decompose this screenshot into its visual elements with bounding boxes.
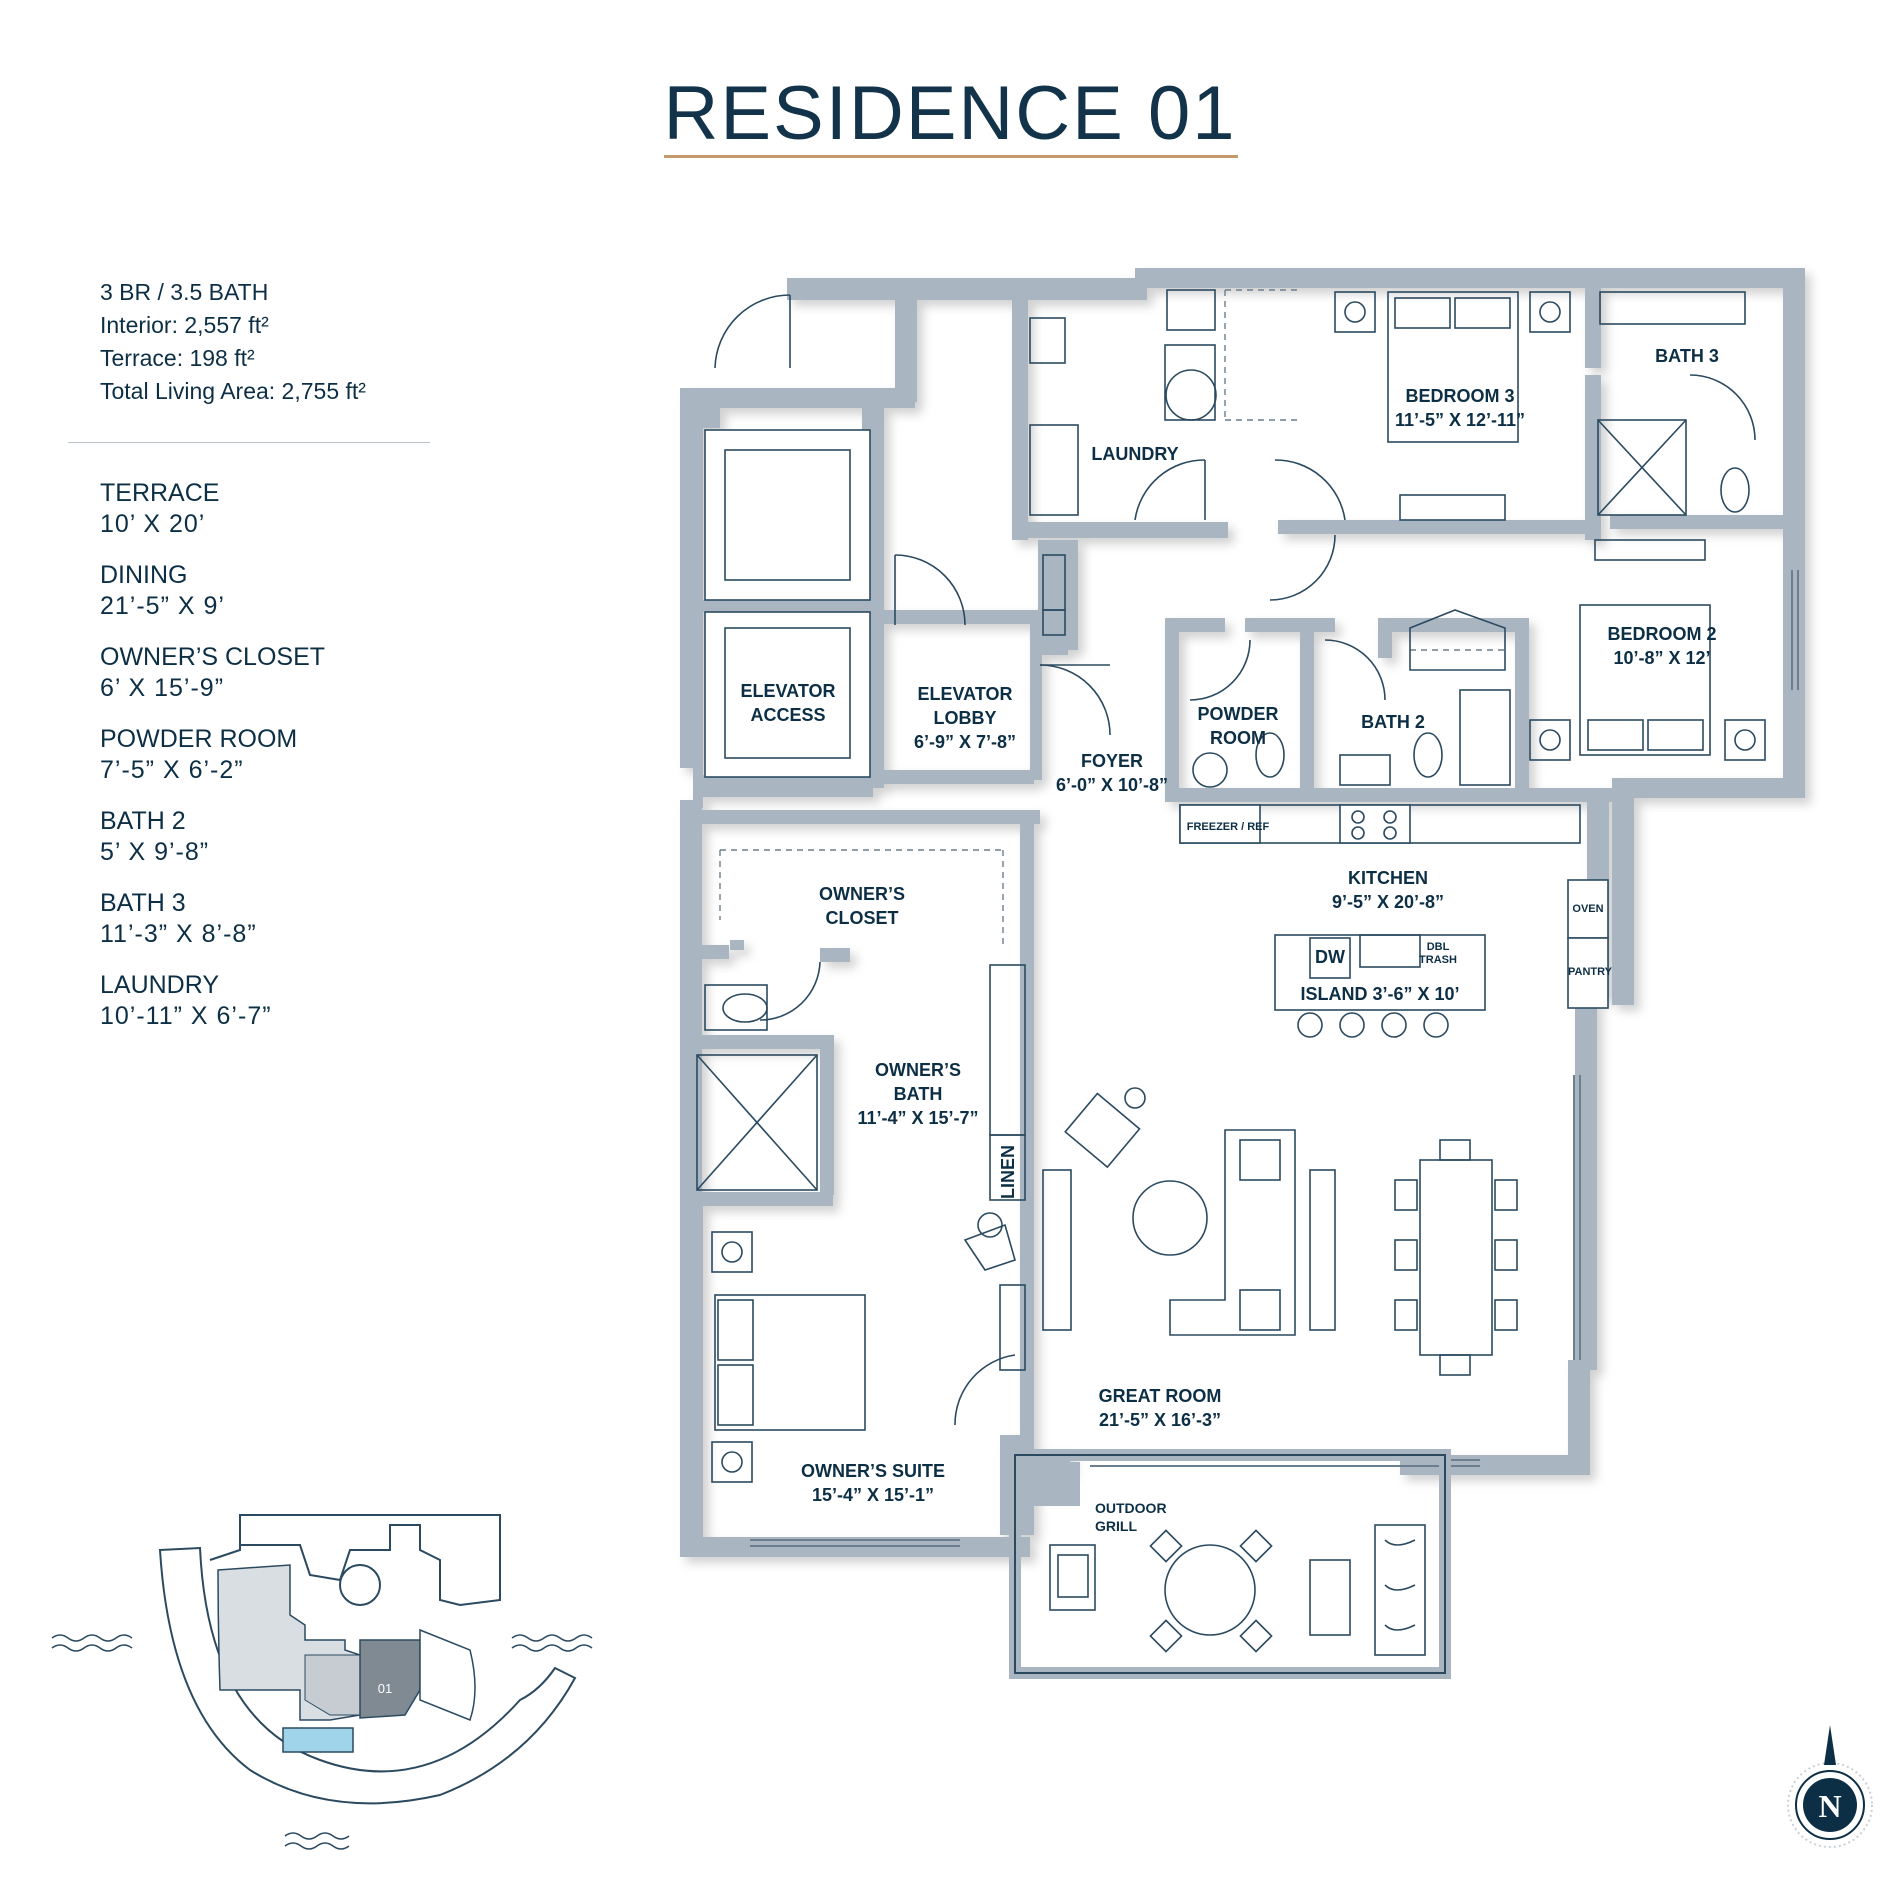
bed-bath-count: 3 BR / 3.5 BATH (100, 279, 269, 305)
label-owners-closet-1: OWNER’S (819, 884, 905, 904)
label-outdoor-grill-1: OUTDOOR (1095, 1500, 1167, 1516)
unit-summary: 3 BR / 3.5 BATH Interior: 2,557 ft² Terr… (100, 276, 366, 408)
room-spec-item: OWNER’S CLOSET 6’ X 15’-9” (100, 642, 325, 704)
compass-north-label: N (1818, 1788, 1841, 1824)
room-spec-item: BATH 3 11’-3” X 8’-8” (100, 888, 325, 950)
title-underline (664, 155, 1238, 158)
room-spec-name: LAUNDRY (100, 971, 220, 999)
owners-bath-fixtures (696, 964, 1026, 1201)
room-spec-name: DINING (100, 561, 188, 589)
label-linen: LINEN (998, 1145, 1018, 1199)
room-spec-item: BATH 2 5’ X 9’-8” (100, 806, 325, 868)
label-kitchen: KITCHEN (1348, 868, 1428, 888)
label-owners-bath-2: BATH (894, 1084, 943, 1104)
label-bedroom2-dim: 10’-8” X 12’ (1613, 648, 1710, 668)
terrace-area: Terrace: 198 ft² (100, 345, 255, 371)
closet-lines (719, 289, 1505, 945)
north-compass: N (1787, 1725, 1873, 1848)
bath2-fixtures (1192, 689, 1511, 788)
room-spec-name: TERRACE (100, 479, 220, 507)
label-bath3: BATH 3 (1655, 346, 1719, 366)
label-owners-suite: OWNER’S SUITE (801, 1461, 945, 1481)
label-dbl: DBL (1427, 941, 1450, 953)
room-spec-name: POWDER ROOM (100, 725, 298, 753)
room-spec-item: TERRACE 10’ X 20’ (100, 478, 325, 540)
elevator-cabs (704, 429, 1066, 778)
room-spec-name: OWNER’S CLOSET (100, 643, 326, 671)
label-bedroom3: BEDROOM 3 (1405, 386, 1514, 406)
total-living-area: Total Living Area: 2,755 ft² (100, 378, 366, 404)
label-freezer: FREEZER / REF (1187, 821, 1270, 833)
label-foyer: FOYER (1081, 751, 1143, 771)
interior-area: Interior: 2,557 ft² (100, 312, 269, 338)
room-spec-dim: 7’-5” X 6’-2” (100, 756, 244, 784)
room-spec-dim: 6’ X 15’-9” (100, 674, 225, 702)
label-laundry: LAUNDRY (1091, 444, 1178, 464)
label-elevator-access-2: ACCESS (750, 705, 825, 725)
room-spec-item: DINING 21’-5” X 9’ (100, 560, 325, 622)
label-great-room-dim: 21’-5” X 16’-3” (1099, 1410, 1221, 1430)
label-pantry: PANTRY (1568, 966, 1613, 978)
label-owners-closet-2: CLOSET (825, 908, 898, 928)
bedroom2-furniture (1409, 539, 1766, 761)
label-elevator-lobby-1: ELEVATOR (917, 684, 1012, 704)
door-swings (714, 294, 1756, 1426)
kitchen-fixtures (1179, 804, 1609, 1038)
room-spec-dim: 5’ X 9’-8” (100, 838, 210, 866)
laundry-appliances (1029, 289, 1217, 516)
label-powder-2: ROOM (1210, 728, 1266, 748)
great-room-furniture (1042, 1087, 1518, 1376)
label-bath2: BATH 2 (1361, 712, 1425, 732)
label-trash: TRASH (1419, 954, 1457, 966)
label-outdoor-grill-2: GRILL (1095, 1518, 1137, 1534)
label-owners-bath-dim: 11’-4” X 15’-7” (857, 1108, 978, 1128)
label-island: ISLAND 3’-6” X 10’ (1300, 984, 1459, 1004)
label-powder-1: POWDER (1198, 704, 1279, 724)
label-bedroom2: BEDROOM 2 (1607, 624, 1716, 644)
room-spec-dim: 10’ X 20’ (100, 510, 206, 538)
room-spec-dim: 11’-3” X 8’-8” (100, 920, 257, 948)
key-plan: 01 (51, 1514, 593, 1850)
label-elevator-access-1: ELEVATOR (740, 681, 835, 701)
label-dw: DW (1315, 947, 1345, 967)
walls (680, 268, 1805, 1557)
label-great-room: GREAT ROOM (1099, 1386, 1222, 1406)
terrace-outline (1009, 1449, 1451, 1679)
room-spec-name: BATH 2 (100, 807, 186, 835)
label-owners-bath-1: OWNER’S (875, 1060, 961, 1080)
label-owners-suite-dim: 15’-4” X 15’-1” (812, 1485, 934, 1505)
label-oven: OVEN (1572, 903, 1603, 915)
room-spec-list: TERRACE 10’ X 20’ DINING 21’-5” X 9’ OWN… (100, 478, 325, 1052)
owners-suite-furniture (711, 1212, 1026, 1483)
label-kitchen-dim: 9’-5” X 20’-8” (1332, 892, 1444, 912)
key-plan-unit-label: 01 (378, 1681, 392, 1696)
page-title: RESIDENCE 01 (663, 71, 1237, 156)
room-spec-dim: 21’-5” X 9’ (100, 592, 225, 620)
room-labels: LAUNDRY BEDROOM 3 11’-5” X 12’-11” BATH … (740, 346, 1718, 1534)
label-elevator-lobby-dim: 6’-9” X 7’-8” (914, 732, 1016, 752)
label-elevator-lobby-2: LOBBY (934, 708, 997, 728)
room-spec-name: BATH 3 (100, 889, 186, 917)
label-bedroom3-dim: 11’-5” X 12’-11” (1395, 410, 1525, 430)
room-spec-item: LAUNDRY 10’-11” X 6’-7” (100, 970, 325, 1032)
label-foyer-dim: 6’-0” X 10’-8” (1056, 775, 1168, 795)
room-spec-dim: 10’-11” X 6’-7” (100, 1002, 272, 1030)
bath3-fixtures (1597, 291, 1750, 516)
terrace-furniture (1049, 1524, 1426, 1656)
room-spec-item: POWDER ROOM 7’-5” X 6’-2” (100, 724, 325, 786)
bedroom3-furniture (1334, 291, 1571, 521)
summary-divider (68, 442, 430, 443)
